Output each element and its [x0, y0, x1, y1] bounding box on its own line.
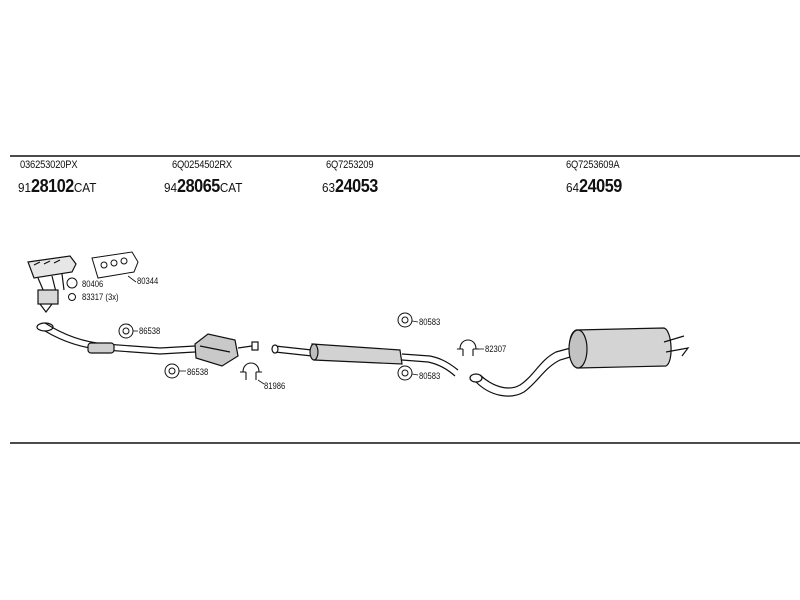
manifold-gasket [91, 251, 139, 279]
middle-silencer [271, 343, 459, 377]
order-number-2: 9428065CAT [164, 176, 242, 197]
ref-81986: 81986 [264, 381, 286, 391]
order-main: 24059 [579, 176, 622, 196]
ring-gasket [66, 277, 78, 289]
nut-83317 [68, 293, 76, 301]
order-prefix: 63 [322, 180, 336, 195]
part-number-4: 6Q7253609A [566, 159, 620, 171]
exhaust-manifold [27, 255, 77, 313]
leader-80583b [411, 373, 419, 376]
ref-86538b: 86538 [187, 367, 209, 377]
order-main: 28102 [31, 176, 74, 196]
clamp-81986 [240, 362, 262, 380]
leader-80344 [127, 275, 137, 283]
rear-pipe [469, 345, 581, 397]
catalytic-converter [194, 333, 259, 367]
order-number-3: 6324053 [322, 176, 378, 197]
ref-83317: 83317 (3x) [82, 292, 119, 302]
hanger-80583b [397, 365, 413, 381]
order-prefix: 91 [18, 180, 32, 195]
part-number-3: 6Q7253209 [326, 159, 374, 171]
rubber-mount-86538a [118, 323, 134, 339]
order-suffix: CAT [73, 180, 97, 195]
ref-86538a: 86538 [139, 326, 161, 336]
ref-80406: 80406 [82, 279, 104, 289]
ref-80583a: 80583 [419, 317, 441, 327]
part-number-2: 6Q0254502RX [172, 159, 233, 171]
order-prefix: 64 [566, 180, 580, 195]
rear-silencer [568, 327, 690, 369]
order-prefix: 94 [164, 180, 178, 195]
rubber-mount-86538b [164, 363, 180, 379]
ref-80583b: 80583 [419, 371, 441, 381]
part-number-1: 036253020PX [20, 159, 78, 171]
order-main: 28065 [177, 176, 220, 196]
ref-80344: 80344 [137, 276, 159, 286]
order-number-1: 9128102CAT [18, 176, 96, 197]
order-main: 24053 [335, 176, 378, 196]
leader-81986 [257, 379, 265, 385]
hanger-80583a [397, 312, 413, 328]
leader-80583a [411, 320, 419, 323]
clamp-82307 [457, 339, 479, 356]
order-number-4: 6424059 [566, 176, 622, 197]
ref-82307: 82307 [485, 344, 507, 354]
front-pipe [36, 322, 196, 355]
order-suffix: CAT [219, 180, 243, 195]
